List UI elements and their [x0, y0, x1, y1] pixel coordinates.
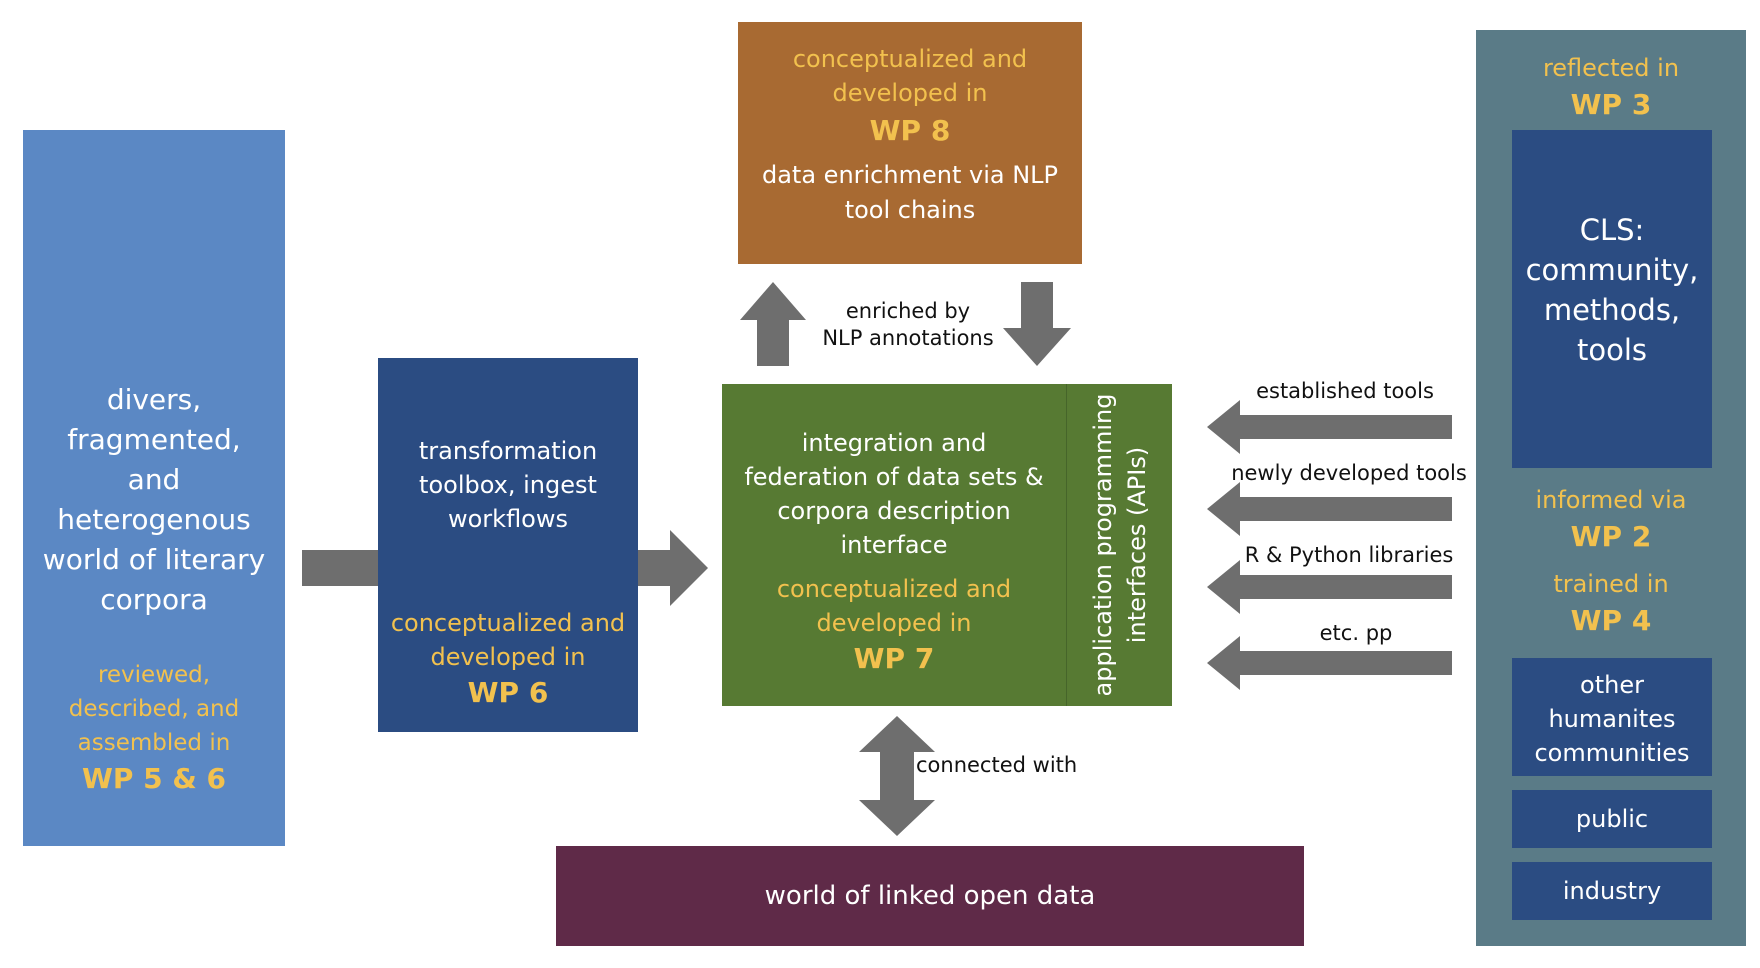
- text-line: divers,: [106, 383, 202, 416]
- literary-corpora-box: divers, fragmented, and heterogenous wor…: [23, 130, 285, 846]
- text-line: enriched by: [845, 299, 971, 323]
- text-line: community,: [1525, 253, 1699, 287]
- public-label: public: [1575, 805, 1649, 833]
- text-line: conceptualized and: [390, 609, 626, 637]
- wp-4-label: WP 4: [1570, 604, 1652, 637]
- api-label: application programming interfaces (APIs…: [1086, 384, 1154, 706]
- text-line: developed in: [430, 643, 586, 671]
- wp-7-label: WP 7: [853, 642, 935, 675]
- linked-open-data-box: world of linked open data: [556, 846, 1304, 946]
- text-line: data enrichment via NLP: [761, 161, 1058, 189]
- text-line: fragmented,: [67, 423, 241, 456]
- wp-6-label: WP 6: [467, 676, 549, 709]
- trained-in-label: trained in: [1553, 570, 1669, 598]
- text-line: federation of data sets &: [744, 463, 1044, 491]
- public-box: public: [1512, 790, 1712, 848]
- text-line: transformation: [418, 437, 598, 465]
- arrow-established-tools: [1207, 400, 1452, 454]
- arrow-double-connected: [859, 716, 935, 836]
- literary-corpora-description: divers, fragmented, and heterogenous wor…: [43, 380, 265, 620]
- cls-context-panel: reflected in WP 3 CLS: community, method…: [1476, 30, 1746, 946]
- text-line: tool chains: [844, 196, 976, 224]
- text-line: communities: [1534, 739, 1690, 767]
- text-line: NLP annotations: [822, 326, 994, 351]
- text-line: and: [127, 463, 181, 496]
- text-line: other: [1580, 671, 1644, 699]
- industry-box: industry: [1512, 862, 1712, 920]
- text-line: toolbox, ingest: [419, 471, 597, 499]
- text-line: conceptualized and: [776, 575, 1012, 603]
- connected-with-label: connected with: [916, 753, 1078, 777]
- arrow-etc: [1207, 636, 1452, 690]
- text-line: humanites: [1548, 705, 1676, 733]
- text-line: tools: [1576, 333, 1648, 367]
- text-line: assembled in: [77, 730, 231, 756]
- literary-corpora-note: reviewed, described, and assembled in: [69, 658, 239, 760]
- r-python-libraries-label: R & Python libraries: [1244, 543, 1454, 567]
- text-line: developed in: [816, 609, 972, 637]
- integration-federation-box: integration and federation of data sets …: [722, 384, 1066, 706]
- api-strip: application programming interfaces (APIs…: [1066, 384, 1172, 706]
- text-line: developed in: [832, 79, 988, 107]
- established-tools-label: established tools: [1256, 379, 1434, 403]
- text-line: reviewed,: [97, 662, 211, 688]
- integration-description: integration and federation of data sets …: [744, 426, 1043, 562]
- informed-via-label: informed via: [1535, 486, 1687, 514]
- text-line: integration and: [801, 429, 987, 457]
- etc-pp-label: etc. pp: [1319, 621, 1393, 645]
- arrow-r-python-libraries: [1207, 560, 1452, 614]
- transformation-note: conceptualized and developed in: [391, 606, 625, 674]
- transformation-toolbox-box: transformation toolbox, ingest workflows…: [378, 358, 638, 732]
- integration-note: conceptualized and developed in: [777, 572, 1011, 640]
- newly-developed-tools-label: newly developed tools: [1231, 461, 1467, 485]
- text-line: corpora: [100, 583, 208, 616]
- text-line: CLS:: [1579, 213, 1645, 247]
- text-line: world of literary: [42, 543, 266, 576]
- reflected-in-label: reflected in: [1542, 54, 1680, 82]
- text-line: corpora description: [777, 497, 1011, 525]
- arrow-left-to-transform: [302, 550, 378, 586]
- arrow-down-from-nlp: [1003, 282, 1071, 366]
- text-line: heterogenous: [57, 503, 251, 536]
- text-line: interface: [840, 531, 948, 559]
- wp-8-label: WP 8: [869, 114, 951, 147]
- arrow-newly-developed-tools: [1207, 482, 1452, 536]
- text-line: application programming: [1089, 393, 1117, 697]
- linked-open-data-label: world of linked open data: [764, 881, 1096, 911]
- nlp-description: data enrichment via NLP tool chains: [762, 158, 1058, 228]
- text-line: described, and: [68, 696, 240, 722]
- wp-5-6-label: WP 5 & 6: [81, 762, 227, 795]
- arrow-up-to-nlp: [740, 282, 806, 366]
- arrow-transform-to-integration: [638, 530, 708, 606]
- wp-3-label: WP 3: [1570, 88, 1652, 121]
- cls-box: CLS: community, methods, tools: [1512, 130, 1712, 468]
- industry-label: industry: [1562, 877, 1662, 905]
- text-line: methods,: [1543, 293, 1681, 327]
- wp-2-label: WP 2: [1570, 520, 1652, 553]
- enriched-by-label: enriched by NLP annotations: [808, 298, 1008, 353]
- text-line: workflows: [447, 505, 568, 533]
- nlp-note: conceptualized and developed in: [793, 42, 1027, 110]
- other-communities-box: other humanites communities: [1512, 658, 1712, 776]
- transformation-description: transformation toolbox, ingest workflows: [419, 434, 597, 536]
- nlp-enrichment-box: conceptualized and developed in WP 8 dat…: [738, 22, 1082, 264]
- text-line: conceptualized and: [792, 45, 1028, 73]
- text-line: interfaces (APIs): [1123, 446, 1151, 644]
